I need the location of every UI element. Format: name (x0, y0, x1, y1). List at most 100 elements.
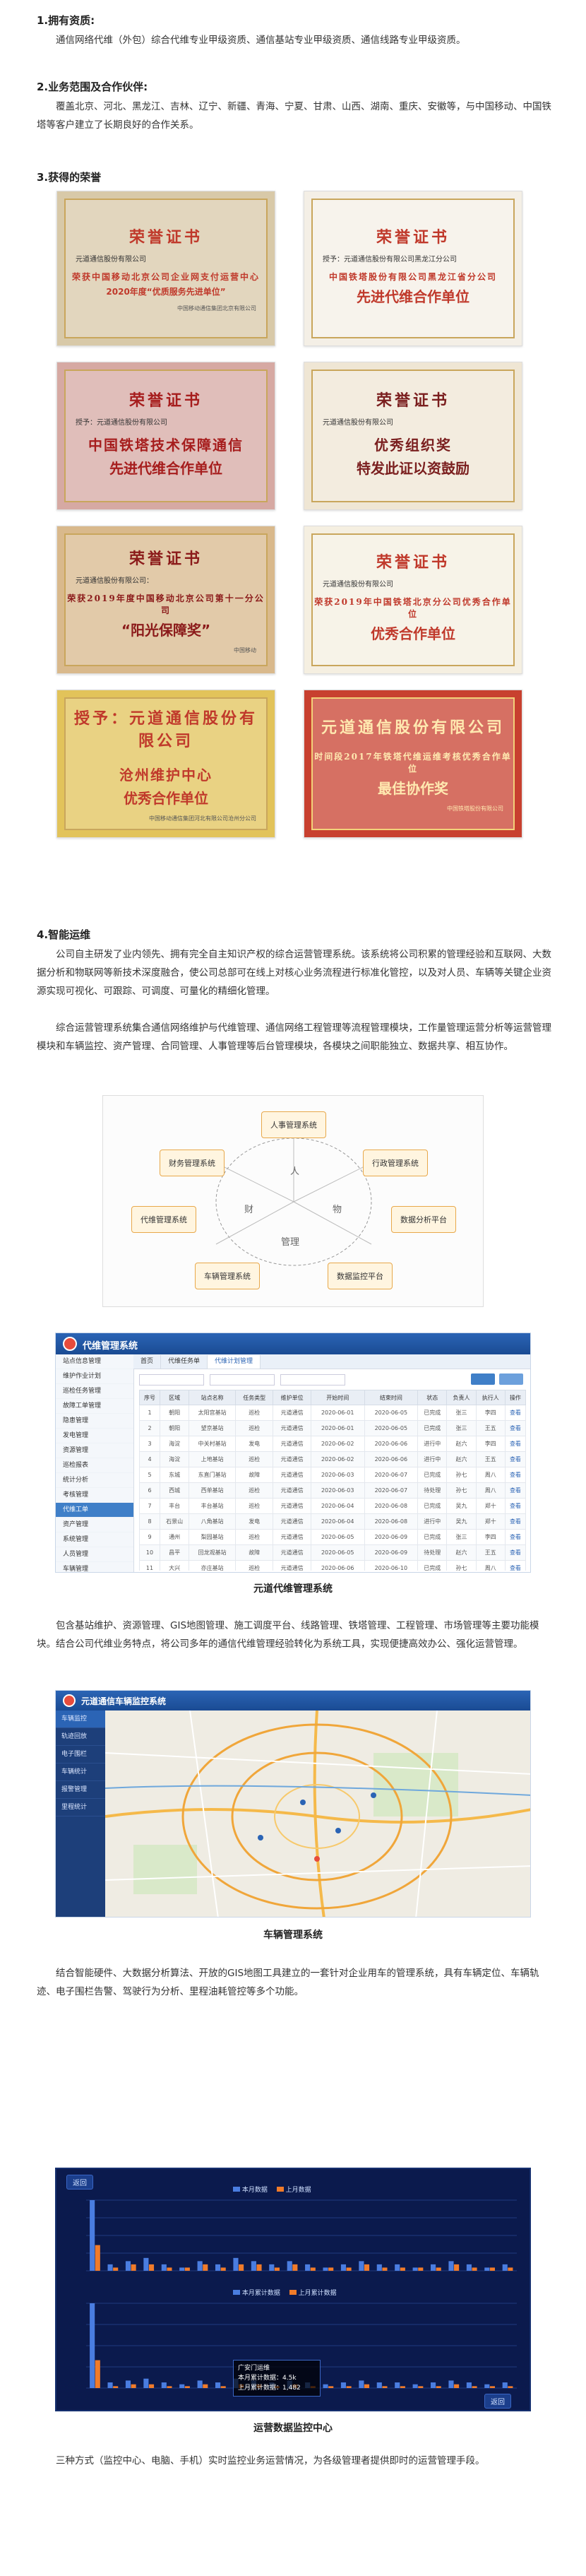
chart-bottom-bar[interactable] (328, 2386, 334, 2388)
chart-bottom-bar[interactable] (382, 2386, 388, 2388)
chart-bottom-bar[interactable] (161, 2382, 167, 2388)
column-header[interactable]: 区域 (160, 1390, 190, 1405)
chart-top-bar[interactable] (328, 2267, 334, 2271)
sidebar-item[interactable]: 资产管理 (56, 1518, 133, 1532)
chart-top-bar[interactable] (197, 2261, 203, 2271)
chart-top-bar[interactable] (418, 2267, 424, 2271)
chart-top-bar[interactable] (107, 2264, 113, 2271)
chart-top-bar[interactable] (310, 2267, 316, 2271)
chart-top-bar[interactable] (436, 2267, 441, 2271)
chart-bottom-bar[interactable] (148, 2384, 155, 2388)
chart-bottom-bar[interactable] (184, 2386, 190, 2388)
chart-bottom-bar[interactable] (215, 2382, 221, 2388)
chart-bottom-bar[interactable] (431, 2382, 436, 2388)
chart-bottom-bar[interactable] (400, 2386, 405, 2388)
chart-top-bar[interactable] (395, 2264, 400, 2271)
sidebar-item[interactable]: 巡检任务管理 (56, 1384, 133, 1399)
chart-bottom-bar[interactable] (448, 2380, 454, 2388)
vehicle-sidebar-item[interactable]: 轨迹回放 (56, 1728, 105, 1746)
chart-top-bar[interactable] (113, 2267, 119, 2271)
back-button[interactable]: 返回 (66, 2175, 93, 2190)
chart-top-bar[interactable] (256, 2264, 262, 2271)
vehicle-sidebar-item[interactable]: 车辆监控 (56, 1711, 105, 1728)
chart-top-bar[interactable] (472, 2267, 477, 2271)
column-header[interactable]: 状态 (417, 1390, 448, 1405)
sidebar-item[interactable]: 系统管理 (56, 1532, 133, 1547)
chart-top-bar[interactable] (508, 2267, 513, 2271)
sidebar-item[interactable]: 巡检报表 (56, 1458, 133, 1473)
chart-top-bar[interactable] (95, 2245, 100, 2271)
reset-button[interactable] (499, 1373, 523, 1385)
table-cell[interactable]: 查看 (504, 1529, 526, 1545)
table-cell[interactable]: 查看 (504, 1544, 526, 1561)
table-cell[interactable]: 查看 (504, 1513, 526, 1530)
vehicle-sidebar-item[interactable]: 里程统计 (56, 1799, 105, 1816)
chart-bottom-bar[interactable] (125, 2380, 131, 2388)
chart-bottom-bar[interactable] (113, 2386, 119, 2388)
tab-1[interactable]: 首页 (133, 1355, 162, 1369)
chart-top-bar[interactable] (502, 2264, 508, 2271)
search-button[interactable] (471, 1373, 495, 1385)
chart-top-bar[interactable] (184, 2267, 190, 2271)
chart-bottom-bar[interactable] (131, 2384, 136, 2388)
chart-bottom-bar[interactable] (167, 2386, 172, 2388)
table-cell[interactable]: 查看 (504, 1436, 526, 1452)
chart-bottom-bar[interactable] (395, 2382, 400, 2388)
chart-top-bar[interactable] (359, 2261, 364, 2271)
chart-top-bar[interactable] (203, 2264, 208, 2271)
chart-bottom-bar[interactable] (323, 2384, 328, 2388)
chart-top-bar[interactable] (148, 2264, 155, 2271)
chart-top-bar[interactable] (364, 2264, 370, 2271)
chart-top-bar[interactable] (340, 2264, 347, 2271)
chart-top-bar[interactable] (90, 2200, 95, 2271)
table-cell[interactable]: 查看 (504, 1420, 526, 1436)
sidebar-item[interactable]: 人员管理 (56, 1547, 133, 1562)
chart-bottom-bar[interactable] (436, 2386, 441, 2388)
chart-top-bar[interactable] (454, 2264, 460, 2271)
chart-bottom-bar[interactable] (346, 2386, 352, 2388)
chart-bottom-bar[interactable] (143, 2378, 149, 2388)
chart-bottom-bar[interactable] (508, 2386, 513, 2388)
chart-top-bar[interactable] (125, 2261, 131, 2271)
chart-top-bar[interactable] (220, 2267, 226, 2271)
table-cell[interactable]: 查看 (504, 1498, 526, 1514)
chart-bottom-bar[interactable] (376, 2382, 382, 2388)
chart-top-bar[interactable] (179, 2267, 185, 2271)
chart-top-bar[interactable] (131, 2264, 136, 2271)
filter-input-3[interactable] (280, 1374, 345, 1386)
chart-top-bar[interactable] (167, 2267, 172, 2271)
tab-3[interactable]: 代维计划管理 (208, 1355, 261, 1369)
chart-bottom-bar[interactable] (340, 2382, 347, 2388)
chart-bottom-bar[interactable] (412, 2384, 418, 2388)
column-header[interactable]: 执行人 (475, 1390, 506, 1405)
filter-input-2[interactable] (210, 1374, 275, 1386)
sidebar-item[interactable]: 资源管理 (56, 1443, 133, 1458)
column-header[interactable]: 维护单位 (273, 1390, 311, 1405)
chart-top-bar[interactable] (239, 2264, 244, 2271)
sidebar-item[interactable]: 统计分析 (56, 1473, 133, 1488)
sidebar-item[interactable]: 站点信息管理 (56, 1354, 133, 1369)
table-cell[interactable]: 查看 (504, 1405, 526, 1421)
sidebar-item[interactable]: 车辆管理 (56, 1562, 133, 1572)
chart-bottom-bar[interactable] (484, 2384, 490, 2388)
chart-top-bar[interactable] (431, 2264, 436, 2271)
column-header[interactable]: 开始时间 (310, 1390, 365, 1405)
column-header[interactable]: 操作 (504, 1390, 526, 1405)
chart-top-bar[interactable] (448, 2261, 454, 2271)
chart-top-bar[interactable] (292, 2264, 298, 2271)
table-cell[interactable]: 查看 (504, 1560, 526, 1571)
chart-bottom-bar[interactable] (359, 2380, 364, 2388)
chart-bottom-bar[interactable] (197, 2380, 203, 2388)
confirm-button[interactable]: 返回 (484, 2394, 511, 2409)
column-header[interactable]: 负责人 (446, 1390, 477, 1405)
column-header[interactable]: 站点名称 (189, 1390, 236, 1405)
filter-input-1[interactable] (139, 1374, 204, 1386)
chart-top-bar[interactable] (346, 2267, 352, 2271)
chart-top-bar[interactable] (305, 2264, 311, 2271)
